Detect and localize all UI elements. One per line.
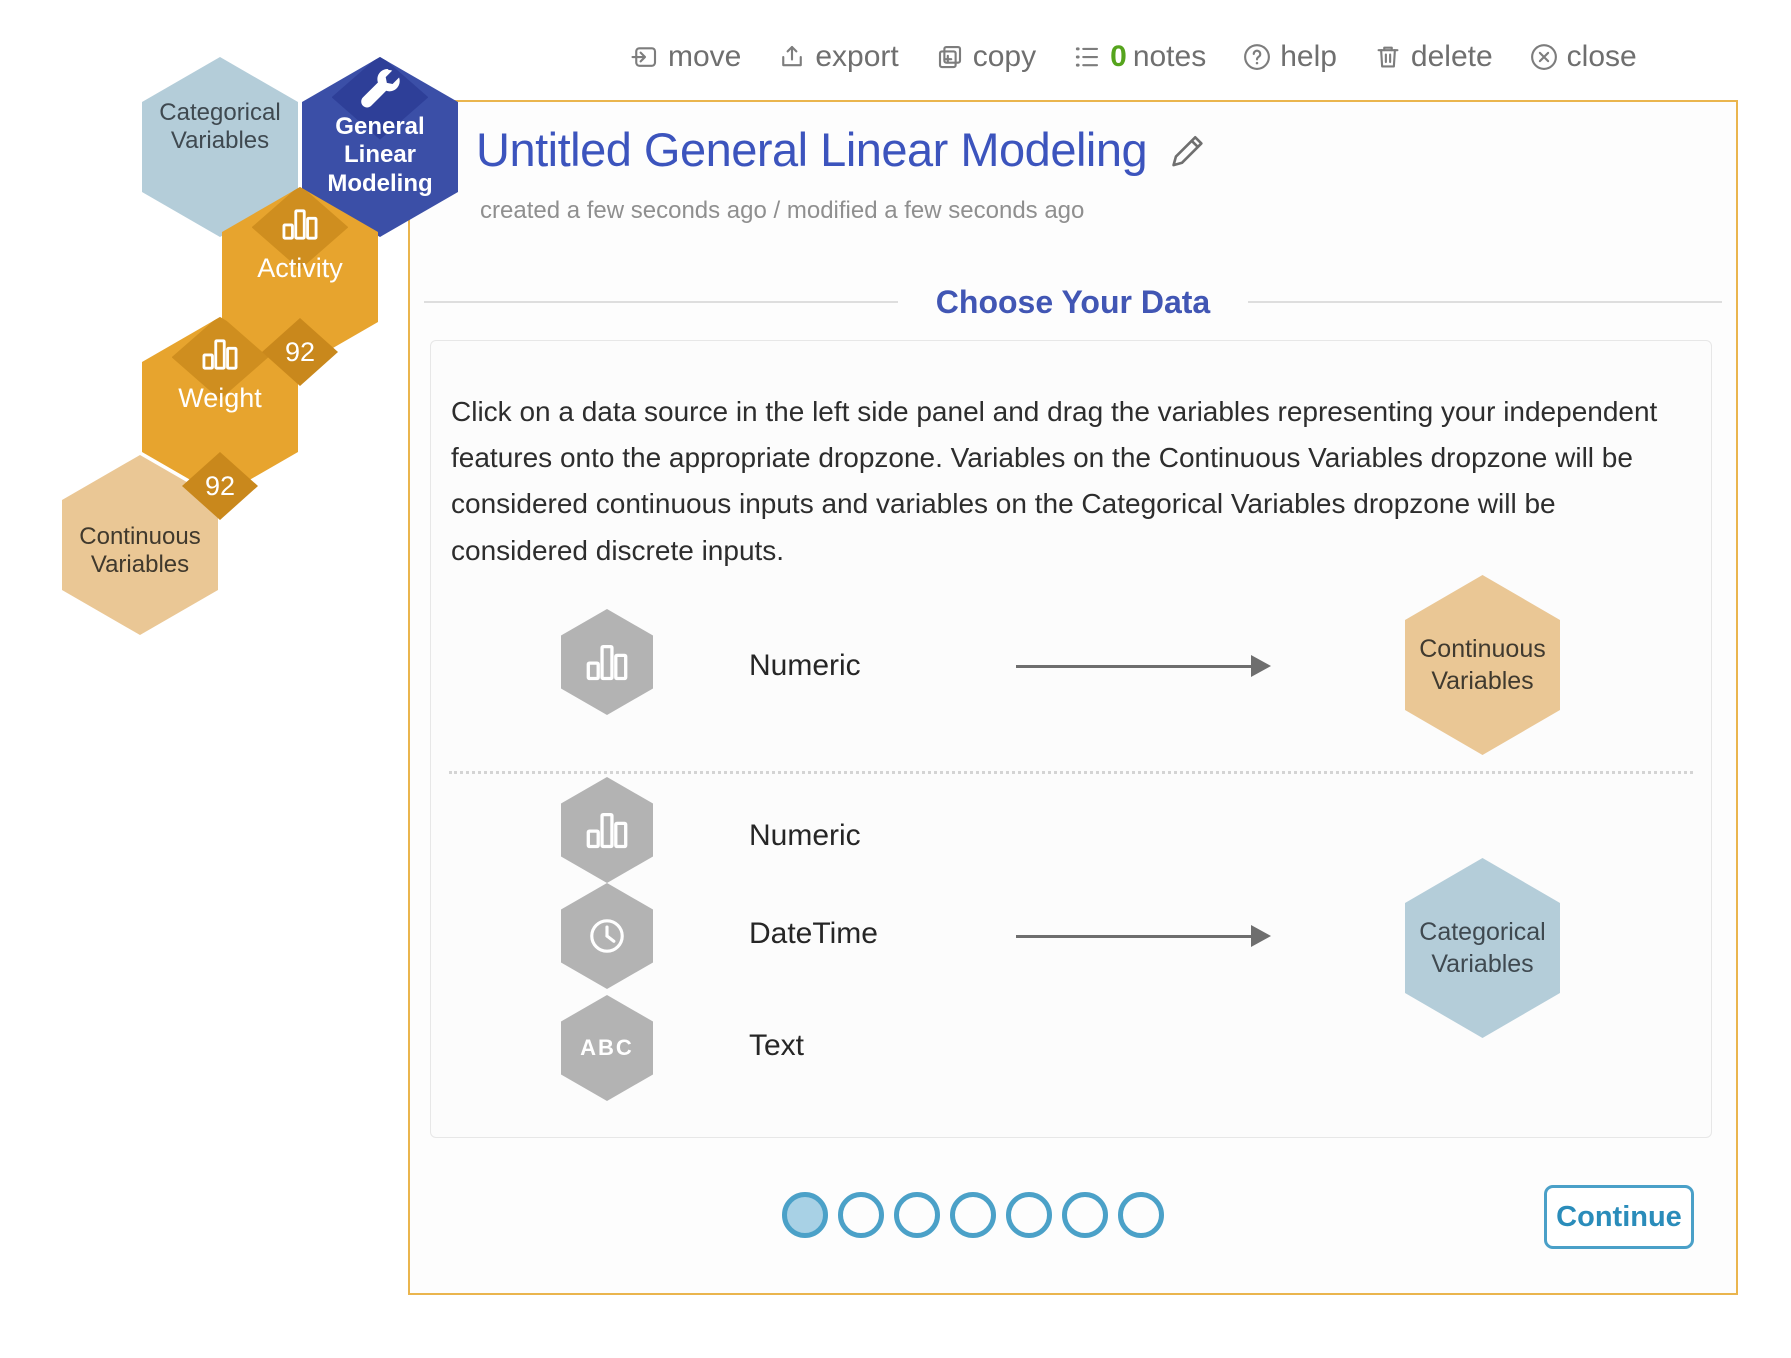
dropzone-label-line: Variables xyxy=(1431,950,1534,978)
delete-button[interactable]: delete xyxy=(1373,40,1493,74)
dotted-divider xyxy=(449,771,1693,774)
copy-label: copy xyxy=(972,40,1037,73)
dropzone-continuous-variables[interactable]: Continuous Variables xyxy=(1405,575,1560,755)
clock-icon xyxy=(590,919,624,953)
notes-label: notes xyxy=(1132,40,1207,73)
type-label-datetime: DateTime xyxy=(749,917,878,950)
wrench-icon xyxy=(359,67,401,114)
type-label-text: Text xyxy=(749,1029,805,1062)
copy-icon xyxy=(938,45,961,69)
close-label: close xyxy=(1566,40,1637,73)
notes-list-icon xyxy=(1076,47,1099,67)
timestamps: created a few seconds ago / modified a f… xyxy=(480,197,1085,224)
toolbar: move export copy 0 notes help delete clo… xyxy=(630,40,1637,74)
node-label: General Linear Modeling xyxy=(327,113,433,197)
node-label: Weight xyxy=(178,383,262,413)
pagination-dots xyxy=(782,1192,1164,1238)
close-button[interactable]: close xyxy=(1529,40,1637,74)
copy-button[interactable]: copy xyxy=(935,40,1036,74)
title-row: Untitled General Linear Modeling xyxy=(476,122,1209,177)
continue-button[interactable]: Continue xyxy=(1544,1185,1694,1249)
page-dot-5[interactable] xyxy=(1006,1192,1052,1238)
notes-count: 0 xyxy=(1110,40,1127,73)
page-dot-4[interactable] xyxy=(950,1192,996,1238)
help-icon xyxy=(1244,44,1271,70)
node-label: Categorical Variables xyxy=(159,99,281,155)
close-icon xyxy=(1530,44,1557,70)
export-label: export xyxy=(815,40,899,73)
page-dot-1[interactable] xyxy=(782,1192,828,1238)
notes-button[interactable]: 0 notes xyxy=(1072,40,1206,74)
page-dot-7[interactable] xyxy=(1118,1192,1164,1238)
edit-title-button[interactable] xyxy=(1167,129,1209,171)
bar-chart-icon xyxy=(200,337,240,376)
page-title: Untitled General Linear Modeling xyxy=(476,123,1148,176)
edit-pencil-icon xyxy=(1172,135,1203,166)
section-header: Choose Your Data xyxy=(424,280,1723,324)
page-dot-6[interactable] xyxy=(1062,1192,1108,1238)
arrow-icon xyxy=(1016,923,1271,949)
text-hex-icon: ABC xyxy=(561,995,653,1101)
divider-line xyxy=(424,301,898,303)
bar-chart-icon xyxy=(280,207,320,246)
help-label: help xyxy=(1280,40,1337,73)
move-icon xyxy=(631,47,657,67)
instructions-text: Click on a data source in the left side … xyxy=(451,396,1658,566)
section-title: Choose Your Data xyxy=(935,283,1211,320)
move-label: move xyxy=(668,40,742,73)
type-label-numeric: Numeric xyxy=(749,649,861,682)
arrow-head xyxy=(1251,655,1271,677)
dropzone-label-line: Categorical xyxy=(1419,917,1546,946)
main-panel: Untitled General Linear Modeling created… xyxy=(408,100,1738,1295)
datetime-hex-icon xyxy=(561,883,653,989)
arrow-head xyxy=(1251,925,1271,947)
bar-chart-icon xyxy=(586,812,628,849)
node-label: Activity xyxy=(257,253,343,283)
help-button[interactable]: help xyxy=(1242,40,1337,74)
page-dot-2[interactable] xyxy=(838,1192,884,1238)
arrow-shaft xyxy=(1016,934,1255,938)
arrow-shaft xyxy=(1016,664,1255,668)
dropzone-label-line: Variables xyxy=(1431,667,1534,695)
dropzone-categorical-variables[interactable]: Categorical Variables xyxy=(1405,858,1560,1038)
export-button[interactable]: export xyxy=(777,40,899,74)
node-categorical-variables[interactable]: Categorical Variables xyxy=(142,57,298,237)
abc-icon: ABC xyxy=(580,1035,634,1060)
numeric-hex-icon xyxy=(561,777,653,883)
page-dot-3[interactable] xyxy=(894,1192,940,1238)
export-icon xyxy=(782,45,803,67)
delete-label: delete xyxy=(1410,40,1493,73)
bar-chart-icon xyxy=(586,644,628,681)
dropzone-label-line: Continuous xyxy=(1419,634,1546,663)
arrow-icon xyxy=(1016,653,1271,679)
trash-icon xyxy=(1377,46,1399,68)
numeric-hex-icon xyxy=(561,609,653,715)
move-button[interactable]: move xyxy=(630,40,741,74)
node-label: Continuous Variables xyxy=(79,523,201,579)
type-label-numeric: Numeric xyxy=(749,819,861,852)
divider-line xyxy=(1248,301,1723,303)
content-box: Click on a data source in the left side … xyxy=(430,340,1712,1138)
